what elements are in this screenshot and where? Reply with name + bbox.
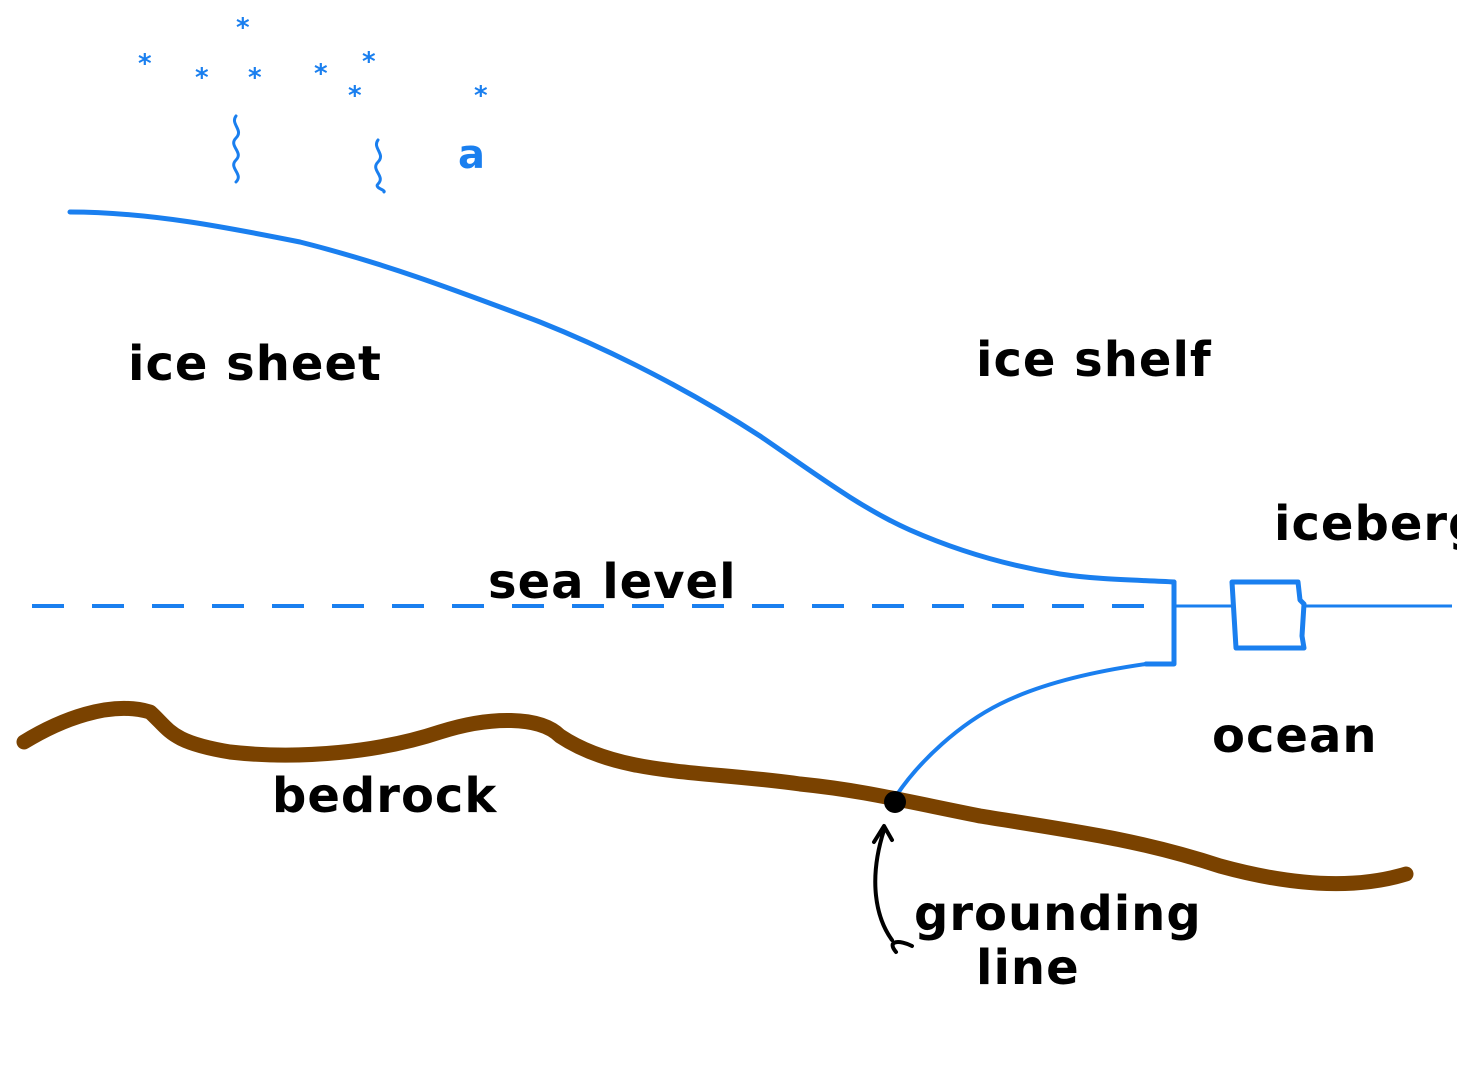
ice-shelf-label: ice shelf (976, 332, 1212, 388)
ice-shelf-base (894, 662, 1148, 798)
grounding-arrow-icon (872, 824, 914, 954)
iceberg-shape (1229, 579, 1307, 651)
bedrock-label: bedrock (272, 768, 497, 824)
iceberg-label: iceberg (1274, 496, 1457, 552)
snowflake-icon: * (195, 63, 209, 93)
grounding-line-point (884, 791, 906, 813)
precipitation-group: * * * * * * * * a (138, 13, 488, 194)
grounding-label: grounding (914, 886, 1202, 942)
ice-surface-line (67, 209, 1177, 585)
bedrock-line (16, 701, 1414, 892)
snow-fall-squiggle-icon (232, 114, 241, 184)
snowflake-icon: * (236, 13, 250, 43)
ice-sheet-label: ice sheet (128, 336, 382, 392)
snowflake-icon: * (474, 81, 488, 111)
snowflake-icon: * (348, 81, 362, 111)
snowflake-icon: * (248, 63, 262, 93)
accumulation-label: a (458, 132, 485, 178)
snow-fall-squiggle-icon (374, 138, 386, 194)
snowflake-icon: * (314, 59, 328, 89)
snowflake-icon: * (362, 47, 376, 77)
sea-level-label: sea level (488, 554, 737, 610)
ocean-label: ocean (1212, 708, 1378, 764)
line-label: line (976, 940, 1080, 996)
ice-shelf-front (1143, 579, 1177, 667)
snowflake-icon: * (138, 49, 152, 79)
